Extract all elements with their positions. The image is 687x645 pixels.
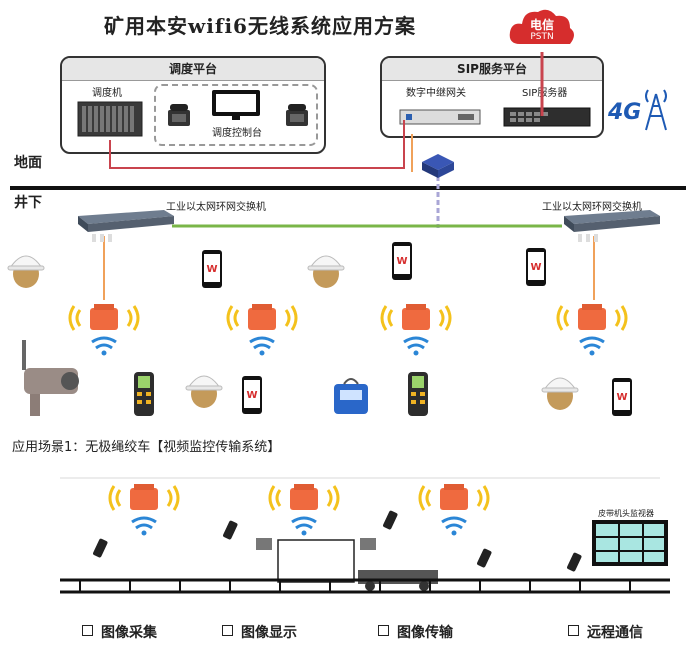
card-reader-icon xyxy=(334,378,368,414)
console-group xyxy=(154,84,318,146)
dispatch-platform-panel: 调度平台 调度机 调度控制台 xyxy=(60,56,326,154)
explosion-proof-camera-icon xyxy=(22,340,79,416)
sip-platform-panel: SIP服务平台 数字中继网关 SIP服务器 xyxy=(380,56,604,138)
underground-label: 井下 xyxy=(14,195,42,211)
legend-label: 图像采集 xyxy=(101,625,157,641)
dispatch-server-label: 调度机 xyxy=(92,88,122,99)
scenario-label: 应用场景1：无极绳绞车【视频监控传输系统】 xyxy=(12,440,281,455)
badge-4g-text: 4G xyxy=(608,100,642,125)
legend-label: 远程通信 xyxy=(587,625,643,641)
switch-right-label: 工业以太网环网交换机 xyxy=(542,202,642,213)
gateway-label: 数字中继网关 xyxy=(406,88,466,99)
checkbox-icon xyxy=(568,625,579,636)
legend-item-remote-comm: 远程通信 xyxy=(568,622,643,642)
legend-label: 图像传输 xyxy=(397,625,453,641)
miner-helmet-icon xyxy=(307,255,345,289)
legend-item-transmission: 图像传输 xyxy=(378,622,453,642)
cell-tower-icon xyxy=(645,89,667,131)
wifi-ap-3 xyxy=(380,304,452,357)
miner-helmet-icon xyxy=(7,255,45,289)
legend-label: 图像显示 xyxy=(241,625,297,641)
ring-switch-right-icon xyxy=(564,210,660,242)
dispatch-platform-title: 调度平台 xyxy=(62,58,324,81)
connection-lines xyxy=(103,52,595,300)
legend-item-capture: 图像采集 xyxy=(82,622,157,642)
desk-phone-icon xyxy=(168,104,190,126)
handset-icon xyxy=(382,510,399,531)
video-wall-icon xyxy=(592,520,668,566)
underground-devices: W xyxy=(7,242,632,416)
monitor-icon xyxy=(212,90,260,120)
pstn-label: PSTN xyxy=(530,32,554,42)
core-switch-icon xyxy=(422,154,454,178)
scenario-ap-1 xyxy=(108,482,180,537)
badge-4g: 4G xyxy=(608,86,670,132)
legend-item-display: 图像显示 xyxy=(222,622,297,642)
telecom-label: 电信 xyxy=(529,18,554,32)
ground-line xyxy=(10,186,686,190)
track-rail xyxy=(60,578,670,594)
winch-cart xyxy=(256,538,438,591)
sip-server-icon xyxy=(503,107,591,127)
cloud-icon xyxy=(509,9,574,44)
scenario-diagram xyxy=(60,477,670,594)
monitor-label: 皮带机头监视器 xyxy=(598,509,654,518)
wifi-ap-4 xyxy=(556,304,628,357)
scenario-ap-3 xyxy=(418,482,490,537)
smartphone-icon xyxy=(612,378,632,416)
dispatch-link xyxy=(109,120,405,169)
switch-left-label: 工业以太网环网交换机 xyxy=(166,202,266,213)
checkbox-icon xyxy=(378,625,389,636)
sip-platform-title: SIP服务平台 xyxy=(382,58,602,81)
wifi-ap-2 xyxy=(226,304,298,357)
desk-phone-icon xyxy=(286,104,308,126)
smartphone-icon xyxy=(202,250,222,288)
wifi-ap-1 xyxy=(68,304,140,357)
checkbox-icon xyxy=(82,625,93,636)
handset-icon xyxy=(222,520,239,541)
gateway-device-icon xyxy=(399,109,481,125)
miner-helmet-icon xyxy=(185,375,223,409)
handset-icon xyxy=(476,548,493,569)
page-title: 矿用本安wifi6无线系统应用方案 xyxy=(104,14,416,38)
handset-icon xyxy=(566,552,583,573)
smartphone-icon xyxy=(392,242,412,280)
miner-helmet-icon xyxy=(541,377,579,411)
smartphone-icon xyxy=(242,376,262,414)
checkbox-icon xyxy=(222,625,233,636)
sip-server-label: SIP服务器 xyxy=(522,88,568,99)
intercom-phone-icon xyxy=(134,372,154,416)
dispatch-console-label: 调度控制台 xyxy=(212,128,262,139)
server-rack-icon xyxy=(77,101,143,137)
intercom-phone-icon xyxy=(408,372,428,416)
ground-label: 地面 xyxy=(14,155,42,171)
scenario-ap-2 xyxy=(268,482,340,537)
telecom-cloud: 电信 PSTN xyxy=(506,4,578,52)
smartphone-icon xyxy=(526,248,546,286)
ring-switch-left-icon xyxy=(78,210,174,242)
handset-icon xyxy=(92,538,109,559)
